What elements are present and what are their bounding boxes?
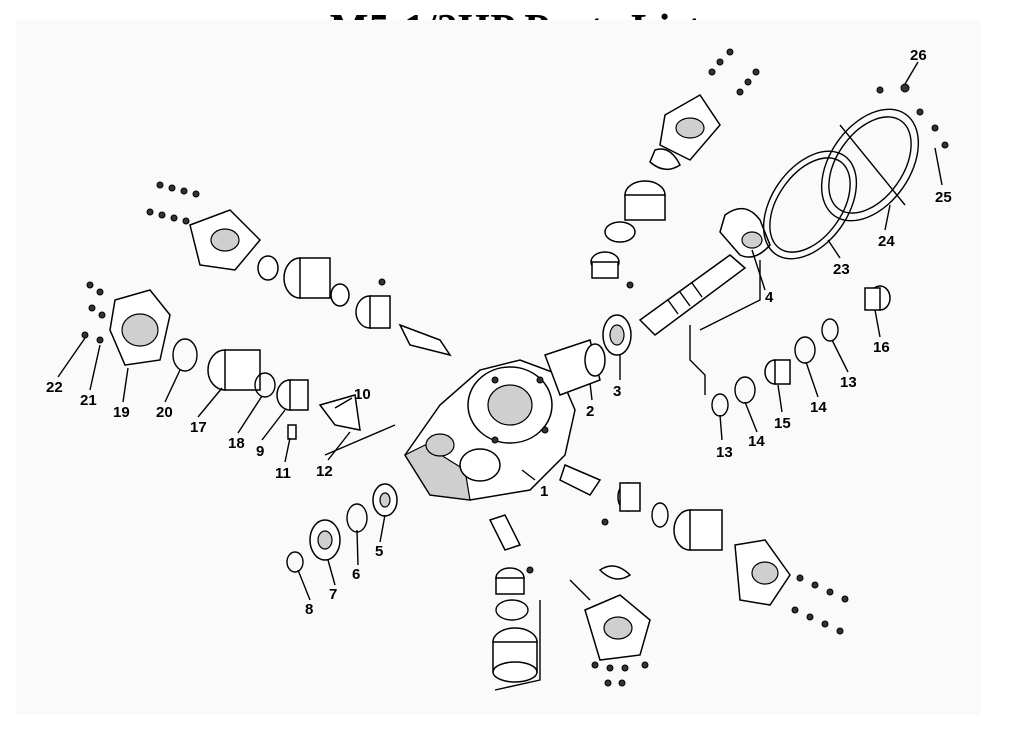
end-cover-24	[820, 108, 920, 222]
gasket-23	[762, 150, 858, 260]
callout-7: 7	[329, 586, 337, 603]
bolts	[81, 48, 949, 687]
callout-18: 18	[228, 435, 245, 452]
callout-10: 10	[354, 386, 371, 403]
callout-25: 25	[935, 189, 952, 206]
bottom-diaphragm-stack	[488, 514, 651, 683]
callout-15: 15	[774, 415, 791, 432]
callout-23: 23	[833, 261, 850, 278]
eccentric-2-bearing-3	[544, 314, 632, 396]
pump-housing	[404, 359, 576, 501]
upper-left-diaphragm-stack	[189, 209, 452, 357]
callout-1: 1	[540, 483, 548, 500]
callout-9: 9	[256, 443, 264, 460]
callout-16: 16	[873, 339, 890, 356]
top-diaphragm-stack	[590, 94, 721, 279]
callout-14-right: 14	[810, 399, 827, 416]
left-diaphragm-stack	[109, 289, 361, 440]
callout-6: 6	[352, 566, 360, 583]
callout-3: 3	[613, 383, 621, 400]
callout-2: 2	[586, 403, 594, 420]
callout-17: 17	[190, 419, 207, 436]
callout-8: 8	[305, 601, 313, 618]
part-callouts: 1 2 3 4 5 6 7 8 9 10 11 12 13 13 14 14 1…	[46, 47, 952, 618]
callout-26: 26	[910, 47, 927, 64]
right-seal-stack	[711, 285, 891, 417]
callout-20: 20	[156, 404, 173, 421]
callout-21: 21	[80, 392, 97, 409]
callout-13-right: 13	[840, 374, 857, 391]
lower-left-bearing-stack	[286, 483, 398, 573]
callout-22: 22	[46, 379, 63, 396]
callout-5: 5	[375, 543, 383, 560]
callout-4: 4	[765, 289, 774, 306]
callout-19: 19	[113, 404, 130, 421]
callout-13-left: 13	[716, 444, 733, 461]
crankshaft	[638, 207, 771, 336]
callout-12: 12	[316, 463, 333, 480]
callout-11: 11	[275, 465, 291, 482]
leader-lines	[57, 61, 943, 601]
callout-14-left: 14	[748, 433, 765, 450]
callout-24: 24	[878, 233, 895, 250]
lower-right-diaphragm-stack	[559, 463, 791, 606]
